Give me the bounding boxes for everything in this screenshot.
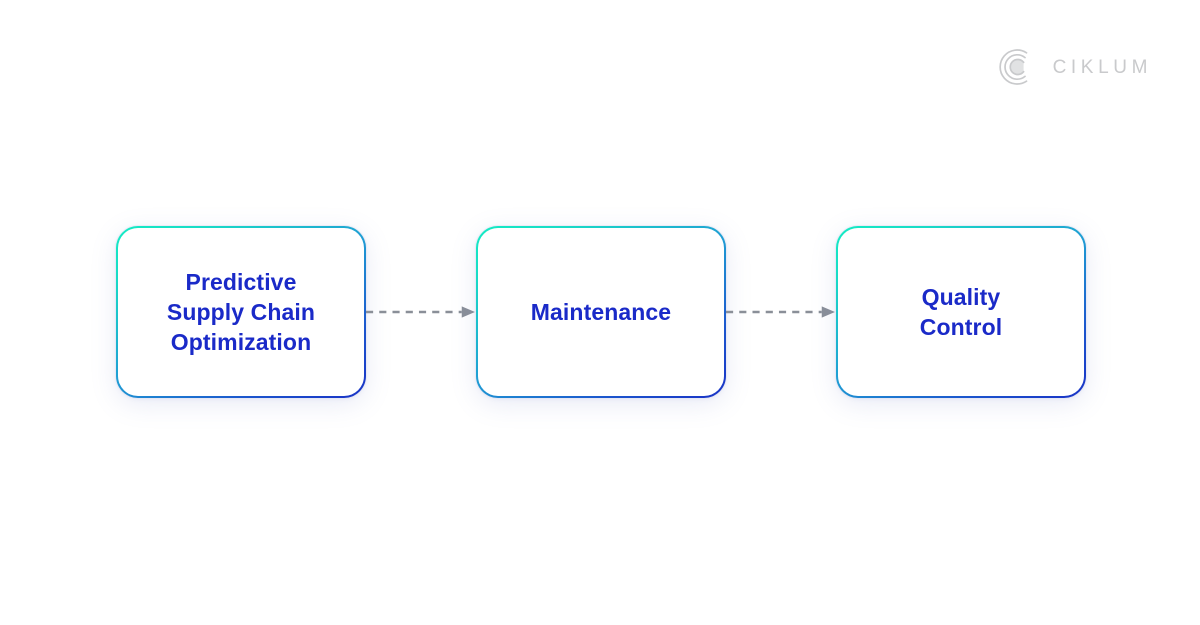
connector-arrowhead-icon — [461, 306, 475, 318]
flow-node-label: Predictive Supply Chain Optimization — [166, 269, 316, 355]
brand-wordmark: CIKLUM — [1052, 56, 1152, 78]
connector-arrowhead-icon — [821, 306, 835, 318]
brand-logo: CIKLUM — [995, 46, 1152, 88]
flow-node-label: Maintenance — [530, 299, 672, 325]
flow-node-label: Quality Control — [919, 284, 1003, 340]
flow-connector-1 — [366, 306, 476, 318]
flow-node-quality-control[interactable]: Quality Control — [836, 226, 1086, 398]
flow-connector-2 — [726, 306, 836, 318]
flow-node-maintenance[interactable]: Maintenance — [476, 226, 726, 398]
process-flow: Predictive Supply Chain Optimization Mai… — [116, 226, 1086, 398]
flow-node-predictive-supply-chain-optimization[interactable]: Predictive Supply Chain Optimization — [116, 226, 366, 398]
ciklum-c-monogram-icon — [998, 49, 1027, 85]
